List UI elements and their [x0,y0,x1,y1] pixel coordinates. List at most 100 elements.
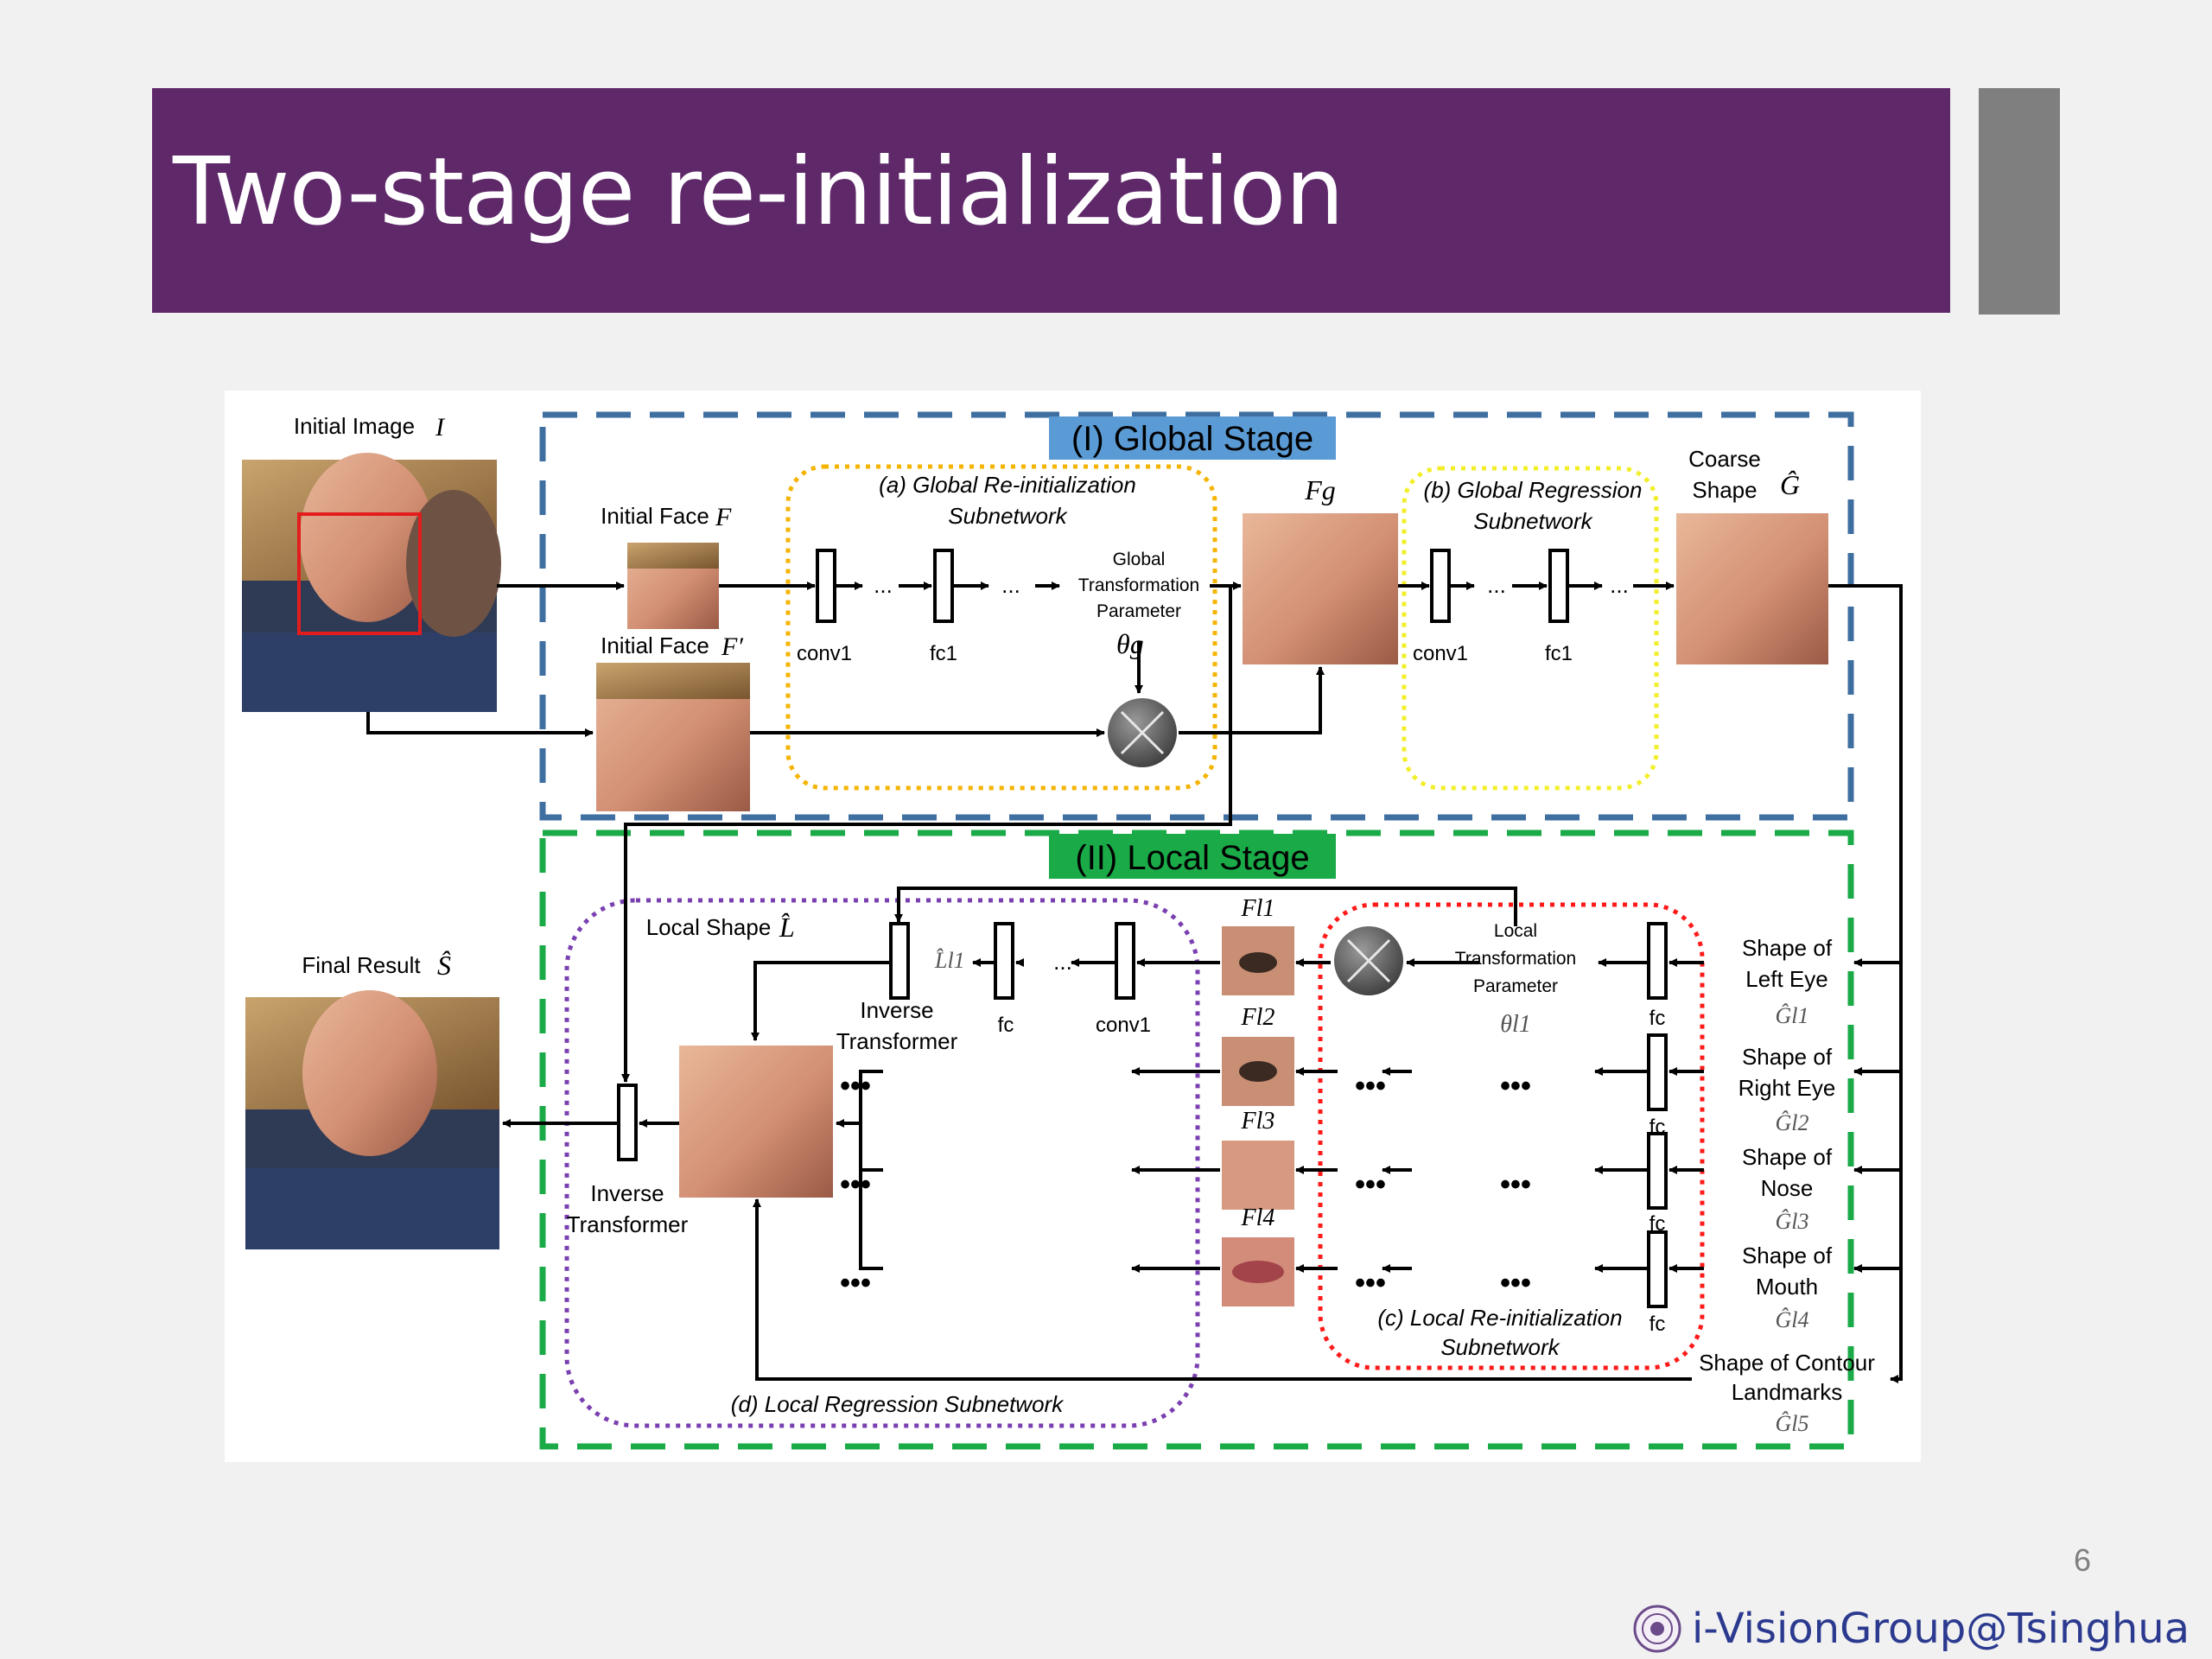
global-regression-title-1: (b) Global Regression [1424,477,1643,503]
global-param-line-1: Global [1113,550,1166,569]
theta-g-label: θg [1116,628,1144,659]
mouth-shape-label-2: Mouth [1756,1274,1818,1300]
local-big-dots-2: ••• [840,1168,871,1201]
architecture-diagram: (I) Global Stage (II) Local Stage [242,411,1903,1450]
local-fc-bar-2 [1647,1033,1668,1111]
final-inverse-label-2: Transformer [567,1211,689,1237]
initial-image-label: Initial Image [294,413,415,439]
f-l3-label: Fl3 [1241,1108,1275,1135]
local-fc-bar-4 [1647,1230,1668,1308]
final-inverse-label-1: Inverse [590,1180,664,1206]
local-fc-label-4: fc [1649,1313,1666,1336]
right-eye-shape-label-1: Shape of [1742,1044,1833,1070]
global-fc1-bar [933,549,954,623]
param-big-dots-3: ••• [1500,1267,1531,1300]
title-bar [152,88,1950,313]
global-dots-1: ... [874,572,893,598]
final-result-photo [245,990,499,1249]
global-param-line-3: Parameter [1096,601,1181,621]
initial-image-photo [242,453,501,712]
local-param-line-3: Parameter [1473,976,1558,996]
nose-patch [1222,1141,1294,1210]
local-shape-symbol: L̂ [779,912,795,943]
layer-bars [617,549,1668,1308]
initial-face-prime-photo [596,663,750,811]
global-stage-label-bg [1049,416,1336,460]
reinit-big-dots-3: ••• [1355,1267,1386,1300]
mouth-lips [1232,1261,1284,1283]
g-l2-label: Ĝl2 [1776,1110,1809,1135]
local-fc-label-3: fc [1649,1212,1666,1236]
local-face-photo [679,1046,833,1198]
left-eye-shape-label-1: Shape of [1742,935,1833,961]
local-reinit-box [1318,902,1705,1370]
final-result-label: Final Result [302,952,421,978]
regression-conv1-label: conv1 [1413,642,1468,665]
global-reinit-title-1: (a) Global Re-initialization [879,472,1136,498]
right-eye-iris [1239,1061,1277,1082]
nose-shape-label-1: Shape of [1742,1144,1833,1170]
nose-shape-label-2: Nose [1761,1175,1814,1201]
regression-fc1-label: fc1 [1545,642,1573,665]
global-conv1-bar [816,549,836,623]
coarse-shape-label-2: Shape [1692,477,1757,503]
footer-text: i-VisionGroup@Tsinghua [1692,1605,2190,1653]
coarse-shape-label-1: Coarse [1688,446,1761,472]
fg-face-photo [1243,513,1398,664]
final-inverse-transformer-bar [617,1084,638,1161]
regression-fc1-bar [1548,549,1569,623]
param-big-dots-1: ••• [1500,1070,1531,1103]
local-regression-title: (d) Local Regression Subnetwork [731,1391,1065,1417]
local-stage-label-bg [1049,834,1336,879]
slide-number: 6 [2073,1542,2091,1578]
local-stage-box [539,830,1854,1450]
initial-face-prime-label: Initial Face [601,632,709,658]
initial-face-symbol: F [715,503,732,531]
local-dots-top: ... [1053,949,1072,975]
global-regression-title-2: Subnetwork [1473,508,1593,534]
local-big-dots-1: ••• [840,1070,871,1103]
reinit-big-dots-2: ••• [1355,1168,1386,1201]
global-param-line-2: Transformation [1078,575,1199,595]
global-reinit-title-2: Subnetwork [948,503,1068,529]
local-fc-label-2: fc [1649,1116,1666,1139]
slide-title: Two-stage re-initialization [173,138,1344,246]
global-multiply-node [1108,698,1177,767]
local-fc-bar-1 [1647,922,1668,1000]
param-big-dots-2: ••• [1500,1168,1531,1201]
local-fc-bar-3 [1647,1132,1668,1210]
global-reinit-box [785,464,1217,791]
local-multiply-node [1334,926,1403,995]
inverse-transformer-bar [889,922,910,1000]
local-reinit-title-1: (c) Local Re-initialization [1377,1305,1622,1331]
local-fc-out-label: fc [998,1014,1014,1037]
initial-image-symbol: I [435,413,446,442]
g-l5-label: Ĝl5 [1776,1411,1809,1436]
reinit-big-dots-1: ••• [1355,1070,1386,1103]
global-fc1-label: fc1 [930,642,957,665]
connectors [366,582,1903,1383]
local-big-dots-3: ••• [840,1267,871,1300]
local-stage-label: (II) Local Stage [1075,839,1309,877]
initial-face-label: Initial Face [601,503,709,529]
g-l1-label: Ĝl1 [1776,1003,1809,1028]
local-reinit-title-2: Subnetwork [1440,1334,1560,1360]
coarse-shape-photo [1676,513,1828,664]
regression-dots-2: ... [1610,572,1629,598]
l-l1-label: L̂l1 [934,948,965,973]
inverse-transformer-label-2: Transformer [836,1028,958,1054]
f-l2-label: Fl2 [1241,1004,1275,1031]
f-l1-label: Fl1 [1241,895,1275,922]
local-param-line-1: Local [1494,921,1537,941]
contour-shape-label-2: Landmarks [1732,1379,1843,1405]
left-eye-iris [1239,952,1277,973]
right-eye-shape-label-2: Right Eye [1738,1075,1836,1101]
local-fc-out-bar [994,922,1014,1000]
local-param-line-2: Transformation [1455,949,1576,969]
global-stage-label: (I) Global Stage [1071,420,1313,458]
g-l3-label: Ĝl3 [1776,1209,1809,1234]
inverse-transformer-label-1: Inverse [860,997,933,1023]
title-side-block [1979,88,2060,315]
left-eye-shape-label-2: Left Eye [1745,966,1827,992]
final-result-symbol: Ŝ [437,950,451,981]
